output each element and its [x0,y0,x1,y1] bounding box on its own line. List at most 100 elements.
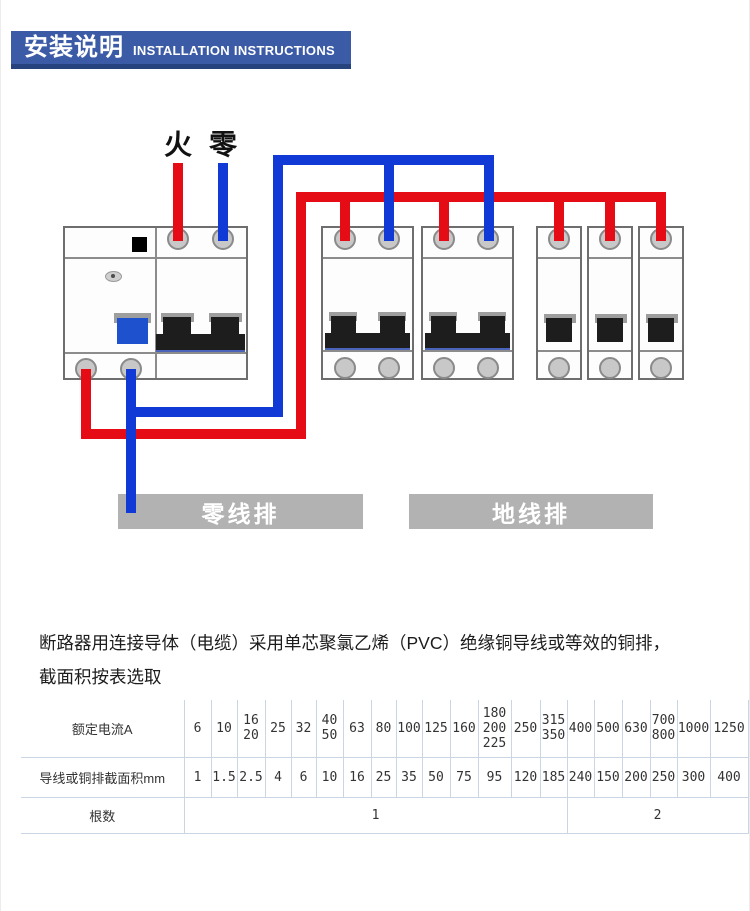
table-cell: 185 [539,756,568,798]
table-cell: 160 [449,700,479,758]
banner-title-zh: 安装说明 [24,33,124,61]
table-cell: 6 [290,756,317,798]
table-cell: 1.5 [210,756,238,798]
breaker-2p-1 [321,226,414,380]
table-cell: 50 [421,756,451,798]
table-cell: 150 [593,756,623,798]
terminal [599,357,621,379]
breaker-bottom-line [323,350,412,352]
live-riser-wire [296,192,306,439]
table-cell: 100 [395,700,423,758]
breaker-1p-1 [536,226,582,380]
neutral-wire-label: 零 [208,129,237,160]
breaker-1p-3 [638,226,684,380]
table-cell: 80 [370,700,397,758]
row-header: 导线或铜排截面积mm [21,756,185,798]
breaker-bottom-line [538,350,580,352]
indicator-window [132,237,147,252]
toggle-base [156,334,245,352]
toggle-base [325,333,410,350]
toggle-tip [380,316,405,336]
terminal [433,357,455,379]
table-cell: 25 [370,756,397,798]
table-cell: 400 [566,700,595,758]
table-cell: 1 [183,796,568,834]
terminal [378,357,400,379]
neutral-output-wire [126,369,136,513]
breaker-top-line [538,257,580,259]
toggle-tip [546,318,572,342]
neutral-drop-wire [384,160,394,241]
row-header: 额定电流A [21,700,185,758]
table-cell: 400 [709,756,749,798]
breaker-top-line [323,257,412,259]
terminal [650,357,672,379]
breaker-divider [155,228,157,378]
breaker-bottom-line [640,350,682,352]
toggle-tip [480,316,505,336]
wiring-diagram: 火 零 [1,0,749,580]
note-line-2: 截面积按表选取 [39,667,162,687]
table-cell: 1250 [709,700,749,758]
table-cell: 40 50 [315,700,344,758]
live-drop-wire [340,197,350,241]
neutral-riser-wire [273,155,283,417]
live-drop-wire [605,197,615,241]
table-cell: 1000 [676,700,711,758]
toggle-base [425,333,510,350]
table-cell: 2 [566,796,749,834]
table-cell: 63 [342,700,372,758]
table-cell: 95 [477,756,512,798]
breaker-top-line [589,257,631,259]
live-bus-wire [296,192,666,202]
table-cell: 250 [649,756,678,798]
table-cell: 10 [315,756,344,798]
toggle-tip [331,316,356,336]
row-header: 根数 [21,796,185,834]
breaker-top-line [640,257,682,259]
ground-busbar: 地线排 [409,494,653,529]
table-cell: 300 [676,756,711,798]
breaker-top-line [423,257,512,259]
toggle-tip [431,316,456,336]
table-cell: 32 [290,700,317,758]
toggle-tip [648,318,674,342]
table-cell: 315 350 [539,700,568,758]
table-cell: 630 [621,700,651,758]
table-cell: 200 [621,756,651,798]
live-bottom-wire [81,429,306,439]
table-cell: 75 [449,756,479,798]
table-cell: 240 [566,756,595,798]
table-cell: 125 [421,700,451,758]
neutral-drop-wire [484,160,494,241]
table-cell: 700 800 [649,700,678,758]
table-cell: 16 [342,756,372,798]
table-cell: 1 [183,756,212,798]
table-cell: 35 [395,756,423,798]
neutral-busbar: 零线排 [118,494,363,529]
table-cell: 250 [510,700,541,758]
table-cell: 120 [510,756,541,798]
table-cell: 25 [264,700,292,758]
table-cell: 180 200 225 [477,700,512,758]
table-cell: 2.5 [236,756,266,798]
note-text: 断路器用连接导体（电缆）采用单芯聚氯乙烯（PVC）绝缘铜导线或等效的铜排， 截面… [39,626,734,694]
neutral-bus-wire [273,155,494,165]
banner-title-en: INSTALLATION INSTRUCTIONS [133,43,336,58]
table-cell: 6 [183,700,212,758]
breaker-bottom-line [589,350,631,352]
toggle-tip [211,317,239,337]
main-breaker [63,226,248,380]
table-cell: 4 [264,756,292,798]
toggle-tip [597,318,623,342]
neutral-branch-wire [126,407,283,417]
toggle-tip [163,317,191,337]
breaker-2p-2 [421,226,514,380]
section-banner: 安装说明 INSTALLATION INSTRUCTIONS [11,31,351,69]
table-cell: 10 [210,700,238,758]
main-breaker-handle [117,318,148,344]
